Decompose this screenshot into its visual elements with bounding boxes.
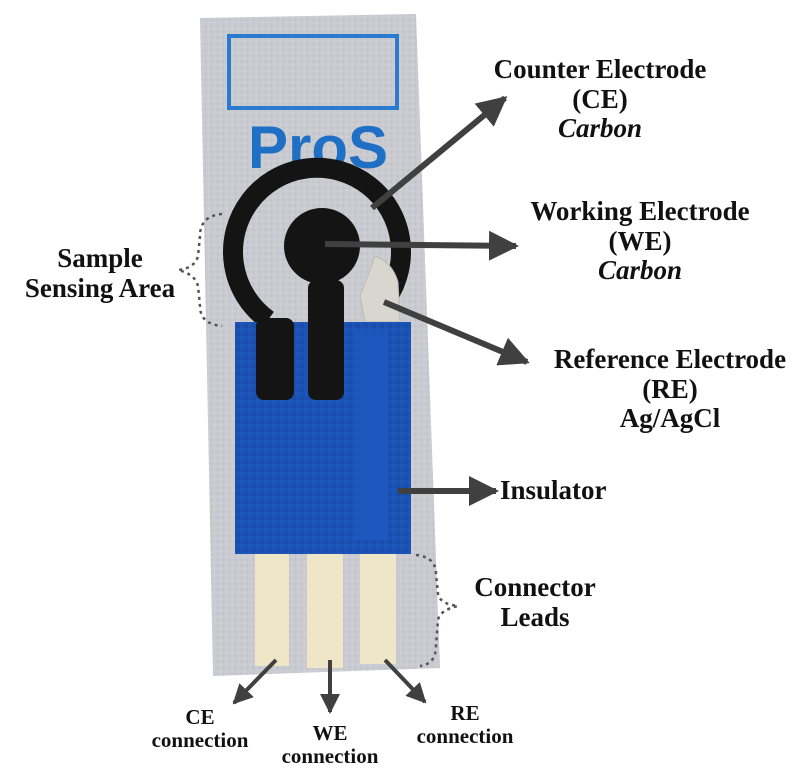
sample-sensing-area-label: Sample Sensing Area bbox=[24, 243, 176, 303]
reference-electrode-label: Reference Electrode (RE) Ag/AgCl bbox=[553, 344, 787, 434]
working-electrode-label: Working Electrode (WE) Carbon bbox=[530, 196, 750, 286]
ce-connector-lead bbox=[255, 554, 289, 666]
ce-connection-arrow bbox=[232, 658, 278, 705]
reference-electrode-trace bbox=[354, 330, 388, 540]
ce-connection-label: CE connection bbox=[151, 705, 249, 753]
insulator-label: Insulator bbox=[500, 475, 607, 505]
counter-electrode-arrow bbox=[370, 95, 508, 211]
working-electrode-trace bbox=[308, 280, 344, 400]
counter-electrode-label: Counter Electrode (CE) Carbon bbox=[493, 54, 707, 144]
we-connector-lead bbox=[307, 554, 343, 668]
we-connection-label: WE connection bbox=[281, 721, 379, 769]
working-electrode-disk bbox=[284, 208, 360, 284]
re-connection-label: RE connection bbox=[416, 701, 514, 749]
re-connection-arrow bbox=[383, 658, 427, 704]
label-window bbox=[227, 34, 399, 110]
connector-brace bbox=[415, 553, 459, 668]
connector-leads-label: Connector Leads bbox=[474, 572, 596, 632]
reference-electrode-arrow bbox=[382, 299, 530, 366]
re-connector-lead bbox=[360, 554, 396, 664]
working-electrode-arrow bbox=[324, 230, 519, 261]
counter-electrode-trace bbox=[256, 318, 294, 400]
